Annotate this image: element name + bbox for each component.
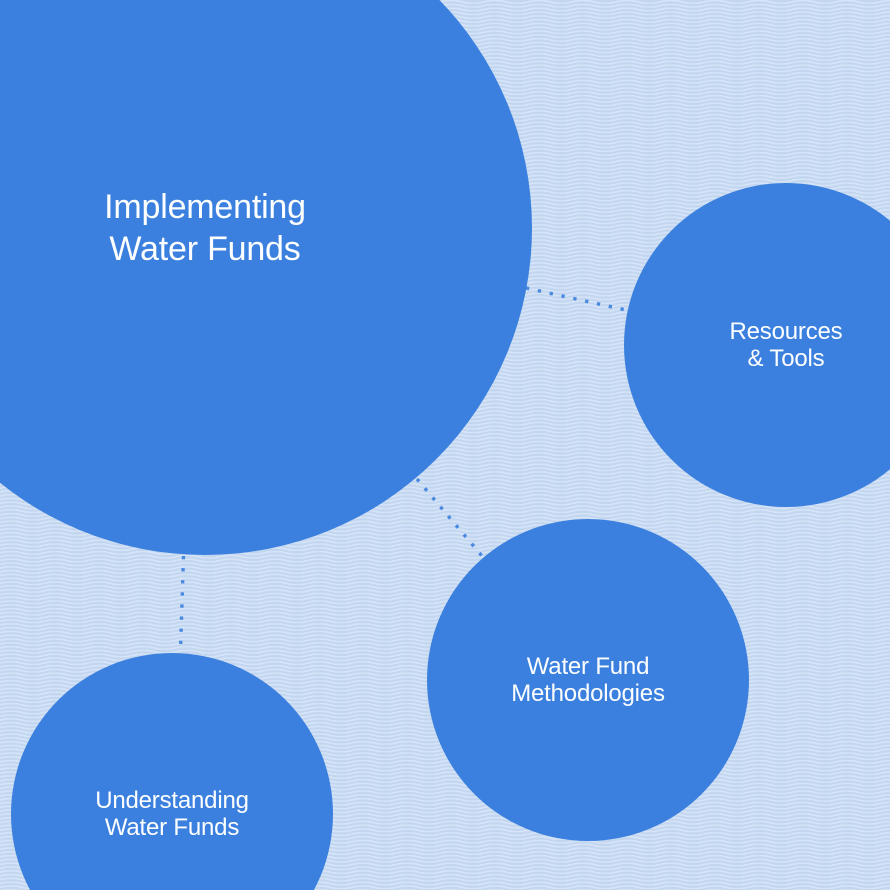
node-understanding-water-funds[interactable]: Understanding Water Funds (11, 653, 333, 890)
node-methodologies-label: Water Fund Methodologies (511, 652, 665, 708)
node-implementing-label: Implementing Water Funds (104, 188, 306, 268)
node-understanding-label: Understanding Water Funds (95, 786, 249, 842)
connector-implementing-methodologies (415, 477, 484, 558)
dotted-connectors (178, 286, 627, 651)
node-water-fund-methodologies[interactable]: Water Fund Methodologies (427, 519, 749, 841)
connector-implementing-resources (525, 286, 627, 312)
node-resources-tools[interactable]: Resources & Tools (624, 183, 890, 507)
node-resources-label: Resources & Tools (729, 317, 843, 373)
